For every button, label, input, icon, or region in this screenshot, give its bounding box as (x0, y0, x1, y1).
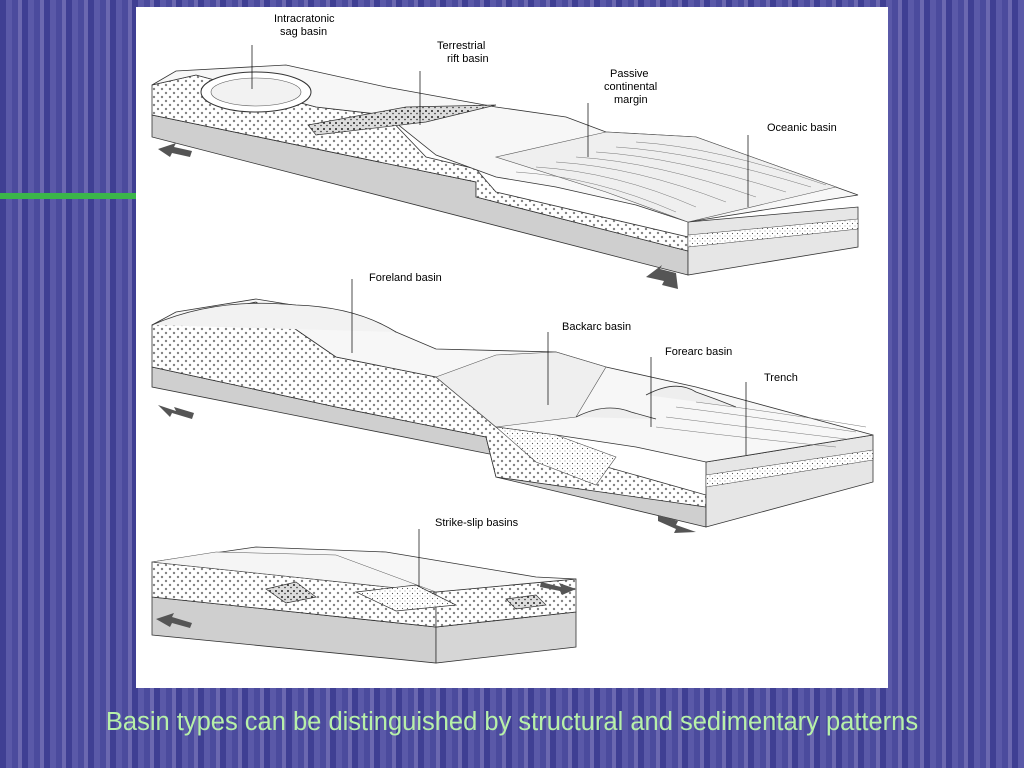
strike-slip-arrow-left (156, 613, 192, 628)
label-trench: Trench (764, 372, 798, 384)
strike-slip-arrow-right (540, 582, 576, 595)
plate-motion-arrow-left (158, 143, 192, 157)
label-terrestrial-line2: rift basin (447, 53, 489, 65)
basin-block-diagrams: Intracratonic sag basin Terrestrial rift… (151, 13, 874, 664)
accent-bar (0, 193, 137, 199)
label-backarc-basin: Backarc basin (562, 321, 631, 333)
block-diagram-2 (151, 279, 874, 533)
label-forearc-basin: Forearc basin (665, 346, 732, 358)
plate-motion-arrow-right (658, 515, 696, 533)
basin-diagram-panel: Intracratonic sag basin Terrestrial rift… (136, 7, 888, 688)
slide-caption: Basin types can be distinguished by stru… (105, 708, 919, 736)
label-terrestrial-line1: Terrestrial (437, 40, 485, 52)
label-passive-line3: margin (614, 94, 648, 106)
label-intracratonic-line1: Intracratonic (274, 13, 335, 25)
block-diagram-3 (151, 529, 577, 664)
label-passive-line2: continental (604, 81, 657, 93)
label-foreland-basin: Foreland basin (369, 272, 442, 284)
label-oceanic-basin: Oceanic basin (767, 122, 837, 134)
block-diagram-1 (151, 45, 859, 289)
label-passive-line1: Passive (610, 68, 649, 80)
label-strike-slip-basins: Strike-slip basins (435, 517, 519, 529)
label-intracratonic-line2: sag basin (280, 26, 327, 38)
plate-motion-arrow-left (158, 405, 194, 419)
plate-motion-arrow-right (646, 265, 678, 289)
